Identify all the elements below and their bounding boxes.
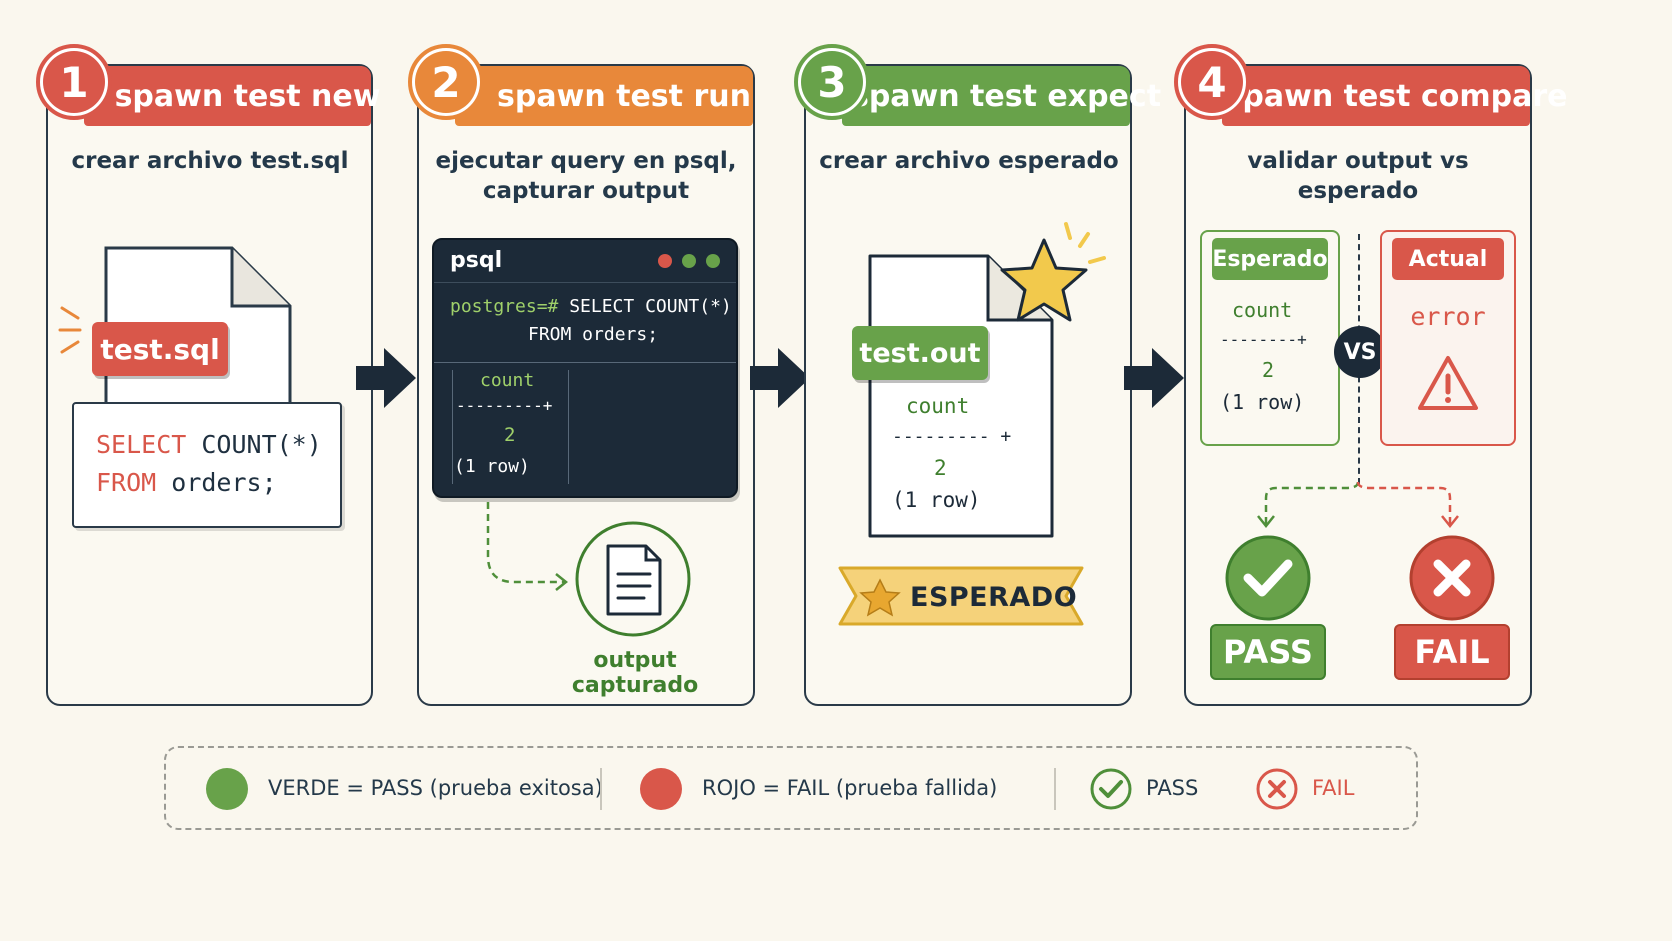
spark-lines-icon <box>58 306 82 354</box>
step-3-header: spawn test expect <box>842 66 1161 126</box>
expected-card-header: count <box>1232 298 1293 322</box>
step-1-number-badge: 1 <box>36 44 112 120</box>
legend <box>164 746 1418 830</box>
step-1-number: 1 <box>43 51 105 113</box>
pass-check-icon <box>1225 535 1311 621</box>
legend-red-text: ROJO = FAIL (prueba fallida) <box>702 776 998 800</box>
step-1-title: spawn test new <box>114 78 381 114</box>
step-3-title: spawn test expect <box>850 78 1162 114</box>
terminal-titlebar <box>434 240 736 283</box>
outcome-arrows <box>1257 481 1459 529</box>
terminal-command-line-1: postgres=# SELECT COUNT(*) <box>450 296 732 317</box>
flow-arrow-2 <box>750 348 810 408</box>
close-dot-icon[interactable] <box>658 254 672 268</box>
test-out-tag: test.out <box>852 326 988 380</box>
vs-badge: VS <box>1334 326 1386 378</box>
captured-output-label: output capturado <box>571 648 699 698</box>
terminal-result-separator: ---------+ <box>456 396 553 415</box>
sql-line-2: FROM orders; <box>96 468 277 497</box>
warning-icon <box>1418 356 1478 410</box>
step-3-number: 3 <box>801 51 863 113</box>
expected-card: Esperado count --------+ 2 (1 row) <box>1200 230 1340 446</box>
step-1-description: crear archivo test.sql <box>71 148 349 174</box>
step-3-description: crear archivo esperado <box>819 148 1119 174</box>
esperado-ribbon <box>838 566 1084 626</box>
esperado-banner-label: ESPERADO <box>910 582 1078 613</box>
terminal-command-line-2: FROM orders; <box>528 324 659 345</box>
flow-arrow-3 <box>1124 348 1184 408</box>
result-right-border <box>568 370 569 484</box>
legend-pass-text: PASS <box>1146 776 1199 800</box>
legend-divider-1 <box>600 768 602 810</box>
actual-card: Actual error <box>1380 230 1516 446</box>
step-4-number: 4 <box>1181 51 1243 113</box>
expected-card-rows: (1 row) <box>1220 390 1305 414</box>
legend-red-dot <box>640 768 682 810</box>
sql-line-1: SELECT COUNT(*) <box>96 430 322 459</box>
terminal-divider <box>434 362 736 363</box>
terminal-result-header: count <box>480 370 535 391</box>
step-4-description: validar output vs esperado <box>1247 148 1469 204</box>
minimize-dot-icon[interactable] <box>682 254 696 268</box>
step-3-number-badge: 3 <box>794 44 870 120</box>
step-2-number: 2 <box>415 51 477 113</box>
step-2-header: spawn test run <box>455 66 753 126</box>
expected-result-value: 2 <box>934 456 947 480</box>
fail-x-icon <box>1409 535 1495 621</box>
terminal-result-value: 2 <box>504 424 516 446</box>
legend-divider-2 <box>1054 768 1056 810</box>
step-2-number-badge: 2 <box>408 44 484 120</box>
psql-terminal: psql postgres=# SELECT COUNT(*) FROM ord… <box>432 238 738 498</box>
flow-arrow-1 <box>356 348 416 408</box>
expected-result-rows: (1 row) <box>892 488 981 512</box>
test-sql-tag: test.sql <box>92 322 228 376</box>
actual-card-title: Actual <box>1392 238 1504 280</box>
star-icon <box>1000 222 1106 322</box>
pass-badge: PASS <box>1210 624 1326 680</box>
expected-result-separator: --------- + <box>892 426 1012 447</box>
sql-code-box: SELECT COUNT(*) FROM orders; <box>72 402 342 528</box>
expected-result-header: count <box>906 394 970 418</box>
fail-badge: FAIL <box>1394 624 1510 680</box>
captured-output-document-icon <box>575 521 691 637</box>
maximize-dot-icon[interactable] <box>706 254 720 268</box>
terminal-result-rows: (1 row) <box>454 456 530 477</box>
legend-check-icon <box>1090 768 1132 810</box>
expected-card-title: Esperado <box>1212 238 1328 280</box>
step-2-title: spawn test run <box>497 78 751 114</box>
expected-card-value: 2 <box>1262 358 1275 382</box>
legend-x-icon <box>1256 768 1298 810</box>
step-2-description: ejecutar query en psql, capturar output <box>435 148 737 204</box>
step-1-header: spawn test new <box>84 66 380 126</box>
step-4-title: spawn test compare <box>1224 78 1568 114</box>
legend-green-dot <box>206 768 248 810</box>
expected-card-separator: --------+ <box>1220 330 1307 349</box>
terminal-title: psql <box>450 248 503 273</box>
legend-green-text: VERDE = PASS (prueba exitosa) <box>268 776 603 800</box>
capture-arrow <box>486 502 569 591</box>
step-4-number-badge: 4 <box>1174 44 1250 120</box>
result-left-border <box>452 370 453 484</box>
actual-card-error: error <box>1410 302 1486 331</box>
step-4-header: spawn test compare <box>1222 66 1567 126</box>
legend-fail-text: FAIL <box>1312 776 1355 800</box>
